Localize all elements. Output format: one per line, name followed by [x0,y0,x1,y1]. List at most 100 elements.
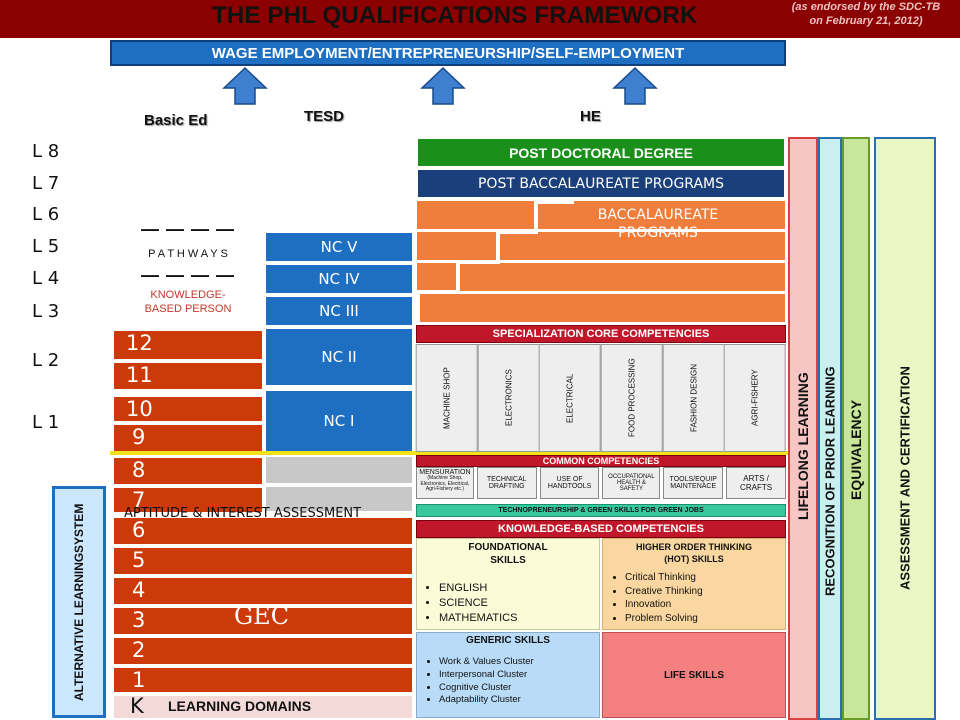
common-item: ARTS / CRAFTS [726,467,786,499]
aptitude-assessment-label: APTITUDE & INTEREST ASSESSMENT [124,506,362,521]
grade-cell: 12 [112,329,264,361]
post-doctoral-bar: POST DOCTORAL DEGREE [416,137,786,168]
hot-skills-box: HIGHER ORDER THINKING (HOT) SKILLS Criti… [602,538,786,630]
rpl-label: RECOGNITION OF PRIOR LEARNING [822,366,838,596]
endorsement-line-2: on February 21, 2012) [809,15,923,27]
common-competencies-grid: MENSURATION (Machine Shop, Electronics, … [416,467,786,499]
common-item-mensuration: MENSURATION (Machine Shop, Electronics, … [416,467,474,499]
knowledge-based-line-1: KNOWLEDGE- [150,289,226,301]
pathways-block: — — — — P A T H W A Y S — — — — KNOWLEDG… [118,220,258,316]
als-label: ALTERNATIVE LEARNING SYSTEM [56,490,102,714]
level-label: L 8 [32,141,60,162]
level-label: L 3 [32,301,60,322]
common-item: TOOLS/EQUIP MAINTENACE [663,467,724,499]
tesd-nc-v: NC V [264,231,414,263]
column-tesd: TESD [304,108,345,125]
assessment-label: ASSESSMENT AND CERTIFICATION [897,366,913,590]
specialization-header: SPECIALIZATION CORE COMPETENCIES [416,325,786,343]
foundational-item: ENGLISH [439,581,593,596]
foundational-title-2: SKILLS [490,555,526,566]
equivalency-label: EQUIVALENCY [848,399,864,500]
level-label: L 5 [32,236,60,257]
life-skills-box: LIFE SKILLS [602,632,786,718]
knowledge-based-header: KNOWLEDGE-BASED COMPETENCIES [416,520,786,538]
hot-item: Innovation [625,598,779,612]
lifelong-learning-column [788,137,818,720]
grade-cell: 9 [112,423,264,453]
grade-cell: 4 [112,576,414,606]
grade-k-label: K [130,694,144,718]
generic-item: Interpersonal Cluster [439,669,593,682]
foundational-skills-box: FOUNDATIONAL SKILLS ENGLISH SCIENCE MATH… [416,538,600,630]
column-he: HE [580,108,601,125]
specialization-item: AGRI-FISHERY [724,344,787,452]
hot-item: Critical Thinking [625,571,779,585]
grade-cell: 5 [112,546,414,576]
grade-cell: 6 [112,516,414,546]
pathway-staircase [416,200,574,322]
als-box [52,486,106,718]
equivalency-column [842,137,870,720]
rpl-column [818,137,842,720]
baccalaureate-bar [416,293,786,323]
common-competencies-header: COMMON COMPETENCIES [416,455,786,467]
baccalaureate-bar [416,262,786,292]
hot-item: Problem Solving [625,612,779,626]
technopreneurship-bar: TECHNOPRENEURSHIP & GREEN SKILLS FOR GRE… [416,504,786,517]
generic-skills-box: GENERIC SKILLS Work & Values Cluster Int… [416,632,600,718]
gec-label: GEC [234,602,290,630]
grade-cell: 10 [112,395,264,423]
tesd-empty-cell [264,455,414,485]
hot-title-2: (HOT) SKILLS [664,554,724,564]
title-banner [0,0,960,38]
level-label: L 2 [32,350,60,371]
mensuration-label: MENSURATION [419,469,471,476]
tesd-nc-iv: NC IV [264,263,414,295]
up-arrow-icon [222,66,268,105]
als-line-2: SYSTEM [72,503,86,553]
up-arrow-icon [612,66,658,105]
specialization-item: ELECTRONICS [477,344,540,452]
tesd-empty-cell [264,485,414,513]
foundational-item: SCIENCE [439,596,593,611]
grade-cell: 11 [112,361,264,391]
column-basic-ed: Basic Ed [144,112,208,129]
grade-k-cell [112,694,414,720]
generic-item: Work & Values Cluster [439,656,593,669]
wage-employment-bar: WAGE EMPLOYMENT/ENTREPRENEURSHIP/SELF-EM… [110,40,786,66]
tesd-nc-ii: NC II [264,327,414,387]
foundational-item: MATHEMATICS [439,611,593,626]
baccalaureate-bar [416,231,786,261]
common-item: TECHNICAL DRAFTING [476,467,537,499]
level-label: L 6 [32,204,60,225]
generic-title: GENERIC SKILLS [466,635,550,646]
foundational-list: ENGLISH SCIENCE MATHEMATICS [423,581,593,626]
grade-cell: 3 [112,606,414,636]
specialization-item: FOOD PROCESSING [601,344,663,452]
post-baccalaureate-bar: POST BACCALAUREATE PROGRAMS [416,168,786,199]
foundational-title: FOUNDATIONAL SKILLS [423,541,593,567]
specialization-item: MACHINE SHOP [416,344,478,452]
endorsement-note: (as endorsed by the SDC-TB on February 2… [776,0,956,28]
level-label: L 1 [32,412,60,433]
foundational-title-1: FOUNDATIONAL [468,542,548,553]
hot-item: Creative Thinking [625,585,779,599]
specialization-item: FASHION DESIGN [662,344,725,452]
hot-title-1: HIGHER ORDER THINKING [635,542,752,552]
mensuration-sub: (Machine Shop, Electronics, Electrical, … [420,475,470,492]
hot-title: HIGHER ORDER THINKING (HOT) SKILLS [609,541,779,565]
grade-cell: 7 [112,486,264,514]
learning-domains-label: LEARNING DOMAINS [168,698,312,714]
pathways-label: P A T H W A Y S [148,248,228,260]
up-arrow-icon [420,66,466,105]
knowledge-based-person-label: KNOWLEDGE- BASED PERSON [118,288,258,316]
level-label: L 4 [32,268,60,289]
baccalaureate-bar [416,200,786,230]
knowledge-based-line-2: BASED PERSON [144,303,232,315]
hot-list: Critical Thinking Creative Thinking Inno… [609,571,779,625]
baccalaureate-label: BACCALAUREATE PROGRAMS [578,206,738,242]
grade-cell: 8 [112,456,264,486]
endorsement-line-1: (as endorsed by the SDC-TB [791,1,941,13]
lifelong-learning-label: LIFELONG LEARNING [795,372,811,520]
generic-list: Work & Values Cluster Interpersonal Clus… [423,656,593,707]
